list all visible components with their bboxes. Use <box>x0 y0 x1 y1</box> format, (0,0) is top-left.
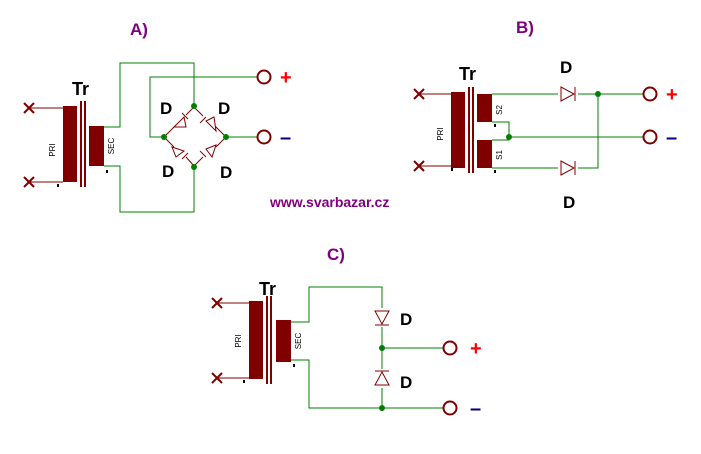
circuit-b-diode-upper <box>560 86 576 102</box>
circuit-a-diode-label-1: D <box>160 99 172 118</box>
circuit-a-primary-leads <box>29 107 63 183</box>
circuit-b-secondary-upper-dot <box>494 124 496 127</box>
circuit-a-primary-label: PRI <box>48 143 57 156</box>
circuit-b-diode-label-upper: D <box>560 58 572 77</box>
circuit-b-transformer-label: Tr <box>459 64 476 84</box>
circuit-a-output-plus-terminal <box>256 69 272 85</box>
circuit-b-secondary-upper-label: S2 <box>495 105 504 115</box>
circuit-c-diode-lower <box>374 370 390 386</box>
circuit-b-wires <box>492 93 643 169</box>
circuit-a-diode-1 <box>172 115 187 128</box>
circuit-c-output-plus-terminal <box>442 340 458 356</box>
circuit-b-output-plus-terminal <box>642 86 658 102</box>
circuit-c-primary-winding <box>249 301 263 379</box>
circuit-b-diode-lower <box>560 160 576 176</box>
circuit-a-transformer-label: Tr <box>72 79 89 99</box>
circuit-a-bridge <box>163 106 227 167</box>
circuit-b-input-terminal-bottom <box>413 160 425 172</box>
circuit-b-primary-leads <box>419 93 451 167</box>
circuit-c-secondary-dot <box>293 364 295 367</box>
circuit-c-output-minus-terminal <box>442 400 458 416</box>
circuit-a-nodes <box>161 103 229 170</box>
circuit-c-input-terminal-top <box>211 297 223 309</box>
circuit-c-nodes <box>379 345 385 411</box>
circuit-c-primary-dot <box>243 380 245 383</box>
circuit-c-minus-sign: – <box>470 398 481 420</box>
website-label: www.svarbazar.cz <box>269 194 389 210</box>
circuit-c-input-terminal-bottom <box>211 372 223 384</box>
circuit-a-core-line-1 <box>80 101 82 187</box>
circuit-a-wires <box>104 62 258 213</box>
circuit-b-input-terminal-top <box>413 88 425 100</box>
circuit-b-secondary-lower-dot <box>494 170 496 173</box>
circuit-b-primary-dot <box>451 168 453 171</box>
circuit-b-title: B) <box>516 18 534 37</box>
circuit-c-primary-label: PRI <box>234 334 243 347</box>
circuit-a-diode-label-2: D <box>218 99 230 118</box>
circuit-c-secondary-label: SEC <box>294 333 303 350</box>
circuit-b-secondary-lower-winding <box>477 140 492 168</box>
circuit-b: B) Tr PRI S2 S1 <box>413 18 678 212</box>
circuit-b-primary-label: PRI <box>436 127 445 140</box>
circuit-c-wires <box>291 286 444 409</box>
circuit-a-diode-3 <box>171 146 186 158</box>
circuit-a-secondary-label: SEC <box>107 138 116 155</box>
circuit-a-input-terminal-bottom <box>23 176 35 188</box>
circuit-c-diode-upper <box>374 310 390 326</box>
circuit-b-nodes <box>506 91 601 140</box>
circuit-c-primary-leads <box>217 302 249 379</box>
circuit-a-diode-3-bar <box>181 152 189 160</box>
circuit-a-output-minus-terminal <box>256 129 272 145</box>
circuit-b-minus-sign: – <box>666 127 677 149</box>
circuit-a-diode-2 <box>205 116 217 133</box>
circuit-a-title: A) <box>130 20 148 39</box>
circuit-c-diode-label-lower: D <box>400 373 412 392</box>
circuit-b-primary-winding <box>451 92 465 168</box>
circuit-a: A) Tr PRI SEC <box>23 20 292 213</box>
circuit-a-secondary-winding <box>89 126 104 166</box>
circuit-b-core-line-2 <box>472 87 474 173</box>
circuit-a-secondary-dot <box>106 170 108 173</box>
circuit-a-diode-1-bar <box>181 112 189 120</box>
circuit-a-core-line-2 <box>84 101 86 187</box>
circuit-a-primary-winding <box>63 106 77 182</box>
circuit-c: C) Tr PRI SEC <box>211 245 482 420</box>
circuit-a-diode-label-3: D <box>162 162 174 181</box>
circuit-a-diode-4-bar <box>199 150 207 158</box>
circuit-b-secondary-lower-label: S1 <box>495 150 504 160</box>
circuit-a-diode-label-4: D <box>220 163 232 182</box>
circuit-b-secondary-upper-winding <box>477 94 492 122</box>
circuit-b-output-minus-terminal <box>642 129 658 145</box>
circuit-a-diode-2-bar <box>199 116 207 124</box>
circuit-c-diode-label-upper: D <box>400 310 412 329</box>
circuit-c-plus-sign: + <box>470 338 482 360</box>
circuit-b-core-line-1 <box>468 87 470 173</box>
circuit-c-transformer-label: Tr <box>259 279 276 299</box>
circuit-c-core-line-2 <box>270 296 272 384</box>
circuit-c-core-line-1 <box>266 296 268 384</box>
circuit-a-minus-sign: – <box>280 127 291 149</box>
circuit-c-title: C) <box>327 245 345 264</box>
circuit-c-secondary-winding <box>276 320 291 362</box>
circuit-b-diode-label-lower: D <box>563 193 575 212</box>
circuit-a-primary-dot <box>57 184 59 187</box>
circuit-a-input-terminal-top <box>23 102 35 114</box>
circuit-b-plus-sign: + <box>666 84 678 106</box>
circuit-a-diode-4 <box>205 144 217 159</box>
circuit-a-plus-sign: + <box>280 67 292 89</box>
